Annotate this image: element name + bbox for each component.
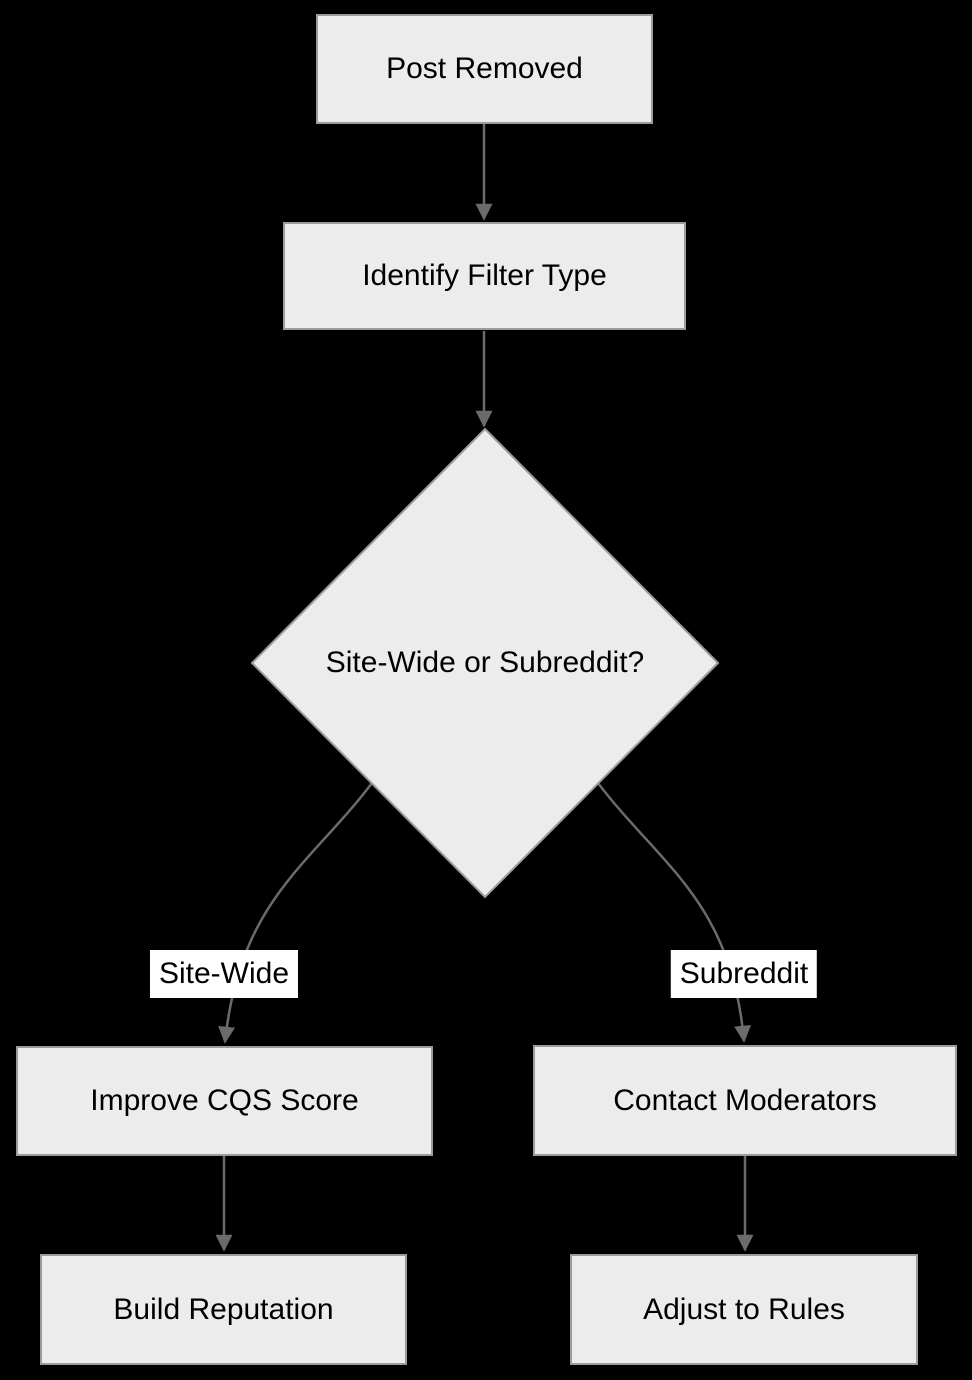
node-identify-filter-type: Identify Filter Type [283,222,686,330]
node-improve-cqs-score: Improve CQS Score [16,1046,433,1156]
node-contact-moderators-label: Contact Moderators [613,1083,877,1117]
node-adjust-to-rules: Adjust to Rules [570,1254,918,1365]
node-post-removed: Post Removed [316,14,653,124]
edge-label-site-wide: Site-Wide [149,950,299,998]
edge-decision-to-improve-cqs [218,782,373,1044]
node-decision-label: Site-Wide or Subreddit? [325,646,645,679]
node-decision-diamond-shape [250,427,720,899]
node-identify-filter-type-label: Identify Filter Type [362,259,607,292]
node-improve-cqs-score-label: Improve CQS Score [90,1084,359,1117]
node-adjust-to-rules-label: Adjust to Rules [643,1292,845,1326]
edge-decision-to-contact-moderators [597,782,752,1043]
node-build-reputation-label: Build Reputation [113,1292,334,1326]
node-contact-moderators: Contact Moderators [533,1045,957,1156]
node-post-removed-label: Post Removed [386,52,583,85]
edge-label-subreddit: Subreddit [670,950,818,998]
node-build-reputation: Build Reputation [40,1254,407,1365]
